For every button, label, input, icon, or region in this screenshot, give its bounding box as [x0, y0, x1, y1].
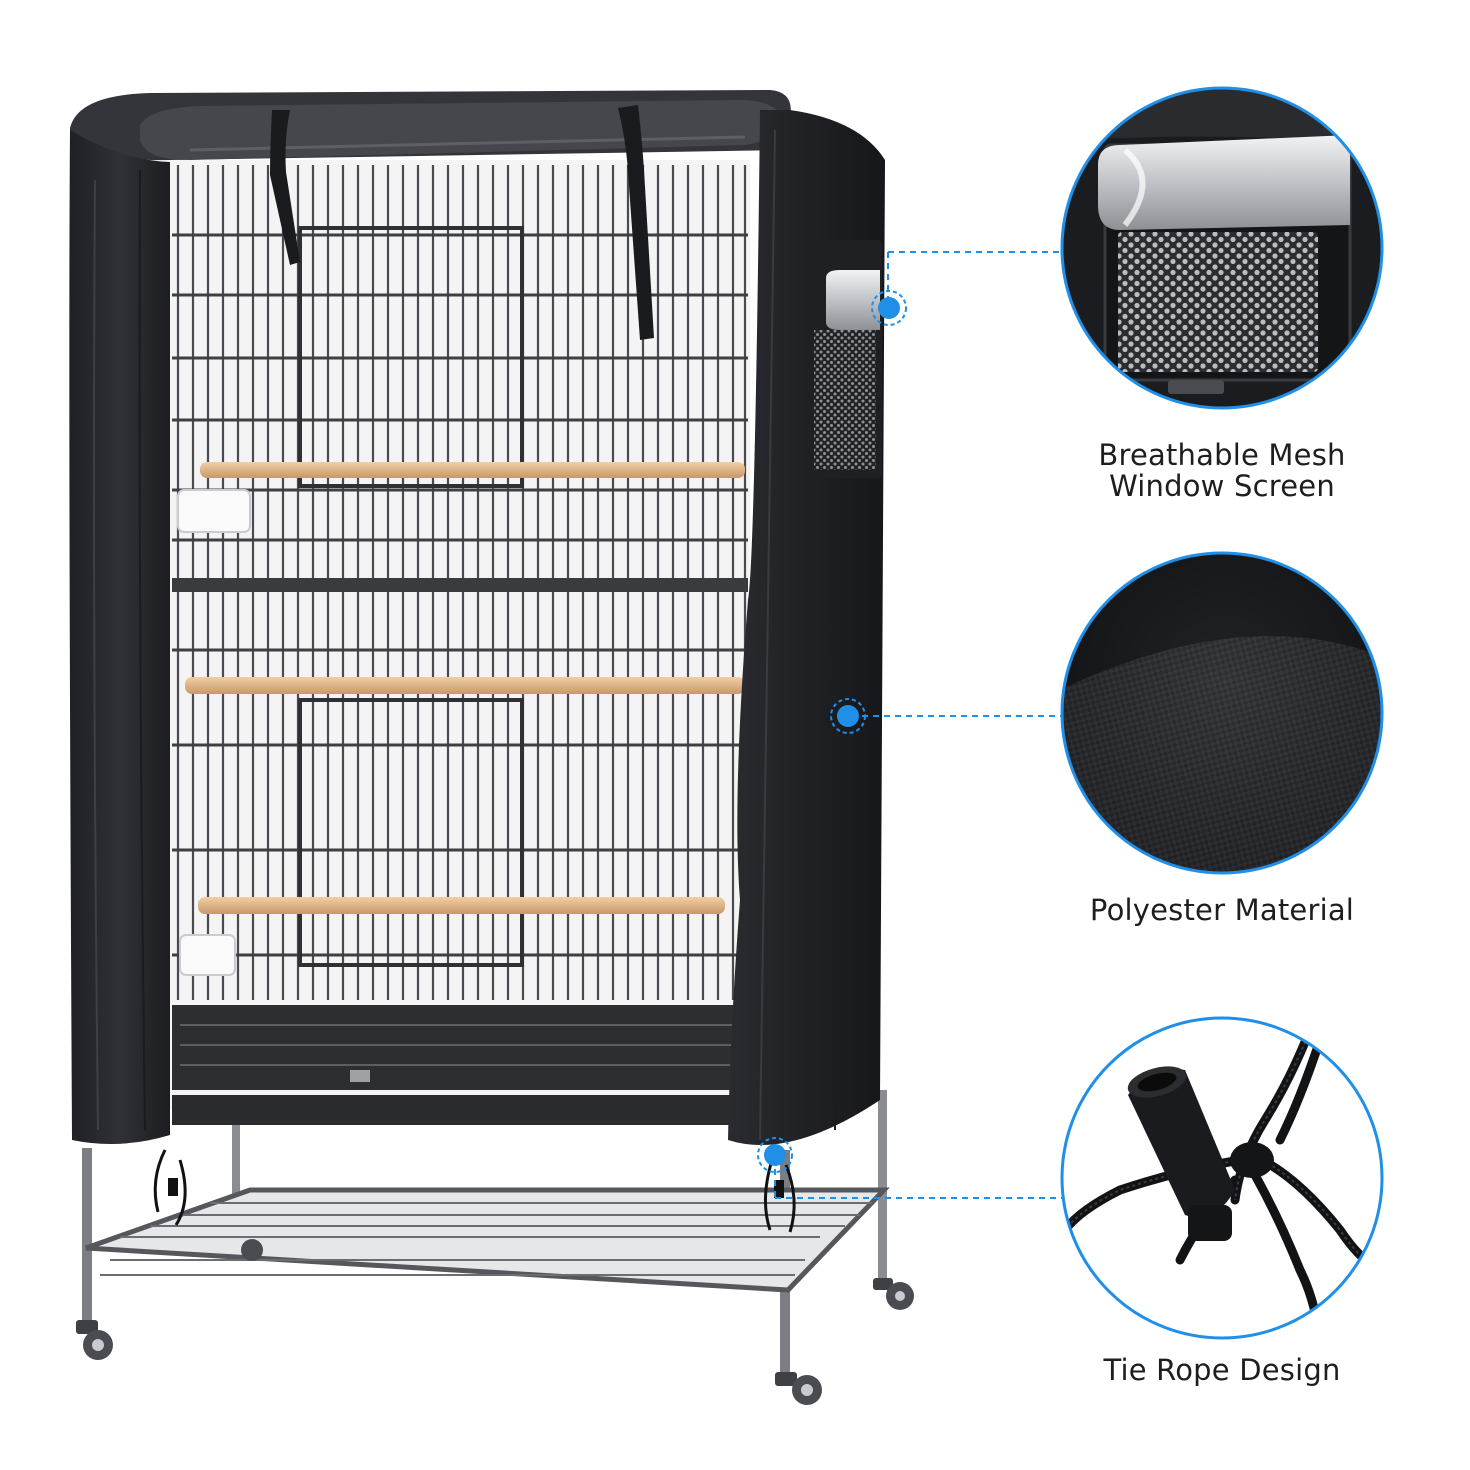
cage-cover [69, 90, 885, 1233]
mesh-window-detail-icon [1060, 86, 1384, 410]
perch-middle [185, 677, 745, 694]
perch-top [200, 462, 745, 478]
caption-polyester-line1: Polyester Material [1089, 893, 1355, 927]
cage-stand [76, 1090, 914, 1405]
callout-lines [774, 251, 1062, 1199]
caption-mesh-line1: Breathable Mesh [1098, 438, 1346, 472]
marker-mesh [871, 290, 907, 326]
rope-toggle-detail-icon [1060, 1016, 1384, 1340]
marker-rope [757, 1137, 793, 1173]
perch-bottom [198, 897, 725, 914]
caption-rope: Tie Rope Design [1022, 1355, 1422, 1386]
caption-rope-line1: Tie Rope Design [1103, 1353, 1341, 1387]
caption-mesh: Breathable Mesh Window Screen [1022, 440, 1422, 502]
caption-polyester: Polyester Material [1022, 895, 1422, 926]
cage-interior [170, 160, 750, 1125]
fabric-texture-detail-icon [1060, 551, 1384, 875]
caption-mesh-line2: Window Screen [1109, 469, 1335, 503]
marker-polyester [830, 698, 866, 734]
